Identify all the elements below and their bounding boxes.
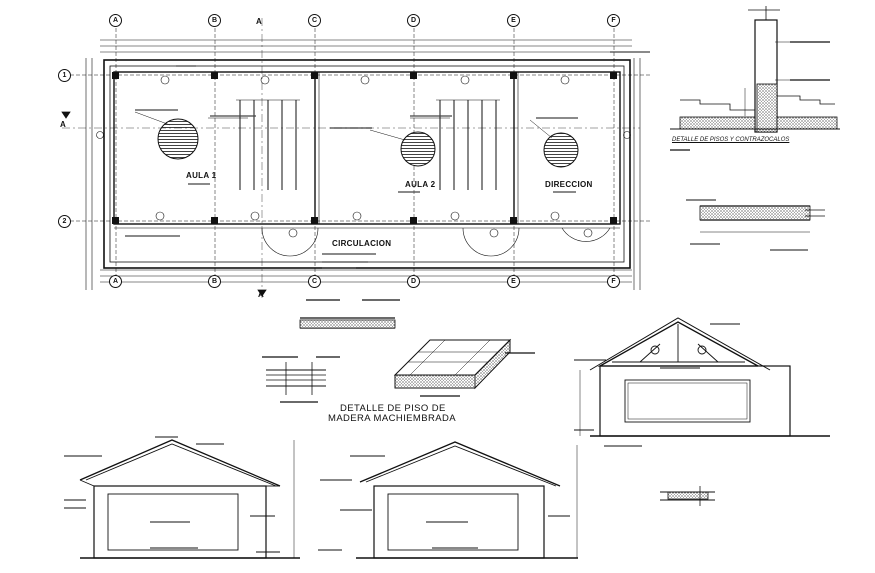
room-label-aula2: AULA 2 [405, 180, 436, 189]
door-swings [261, 227, 611, 257]
floor-plan [61, 18, 650, 300]
room-label-direccion: DIRECCION [545, 180, 593, 189]
detail-wood-floor [262, 299, 535, 403]
furniture-lines [236, 99, 500, 190]
axis-bubble-a: A [109, 14, 122, 27]
axis-bubble-c-bottom: C [308, 275, 321, 288]
window-marks [96, 75, 631, 221]
axis-bubble-b-bottom: B [208, 275, 221, 288]
axis-bubble-2: 2 [58, 215, 71, 228]
axis-bubble-e-bottom: E [507, 275, 520, 288]
axis-bubble-f-bottom: F [607, 275, 620, 288]
elevation-left [64, 436, 300, 559]
detail-title-pisos-contrazocalos: DETALLE DE PISOS Y CONTRAZOCALOS [672, 137, 790, 143]
room-label-circulacion: CIRCULACION [332, 239, 392, 248]
axis-bubble-d: D [407, 14, 420, 27]
room-label-aula1: AULA 1 [186, 171, 217, 180]
detail-floor-baseboard [670, 6, 840, 151]
axis-bubble-d-bottom: D [407, 275, 420, 288]
axis-bubble-a-bottom: A [109, 275, 122, 288]
section-cut-marks [61, 18, 640, 300]
axis-bubble-1: 1 [58, 69, 71, 82]
detail-slab-right [686, 199, 825, 251]
columns [112, 72, 617, 224]
section-mark-top: A [256, 17, 262, 26]
axis-bubble-e: E [507, 14, 520, 27]
dimension-lines [85, 39, 641, 290]
axis-bubble-f: F [607, 14, 620, 27]
section-mark-bottom: A [258, 290, 264, 299]
detail-small-bottom-right [660, 486, 715, 506]
axis-bubble-b: B [208, 14, 221, 27]
detail-title-piso-madera-line2: MADERA MACHIEMBRADA [328, 413, 456, 424]
elevation-middle [318, 441, 578, 559]
elevation-right [574, 317, 830, 447]
detail-title-piso-madera-line1: DETALLE DE PISO DE [340, 403, 446, 414]
axis-bubble-c: C [308, 14, 321, 27]
leader-lines [134, 111, 553, 141]
section-mark-left: A [60, 120, 66, 129]
